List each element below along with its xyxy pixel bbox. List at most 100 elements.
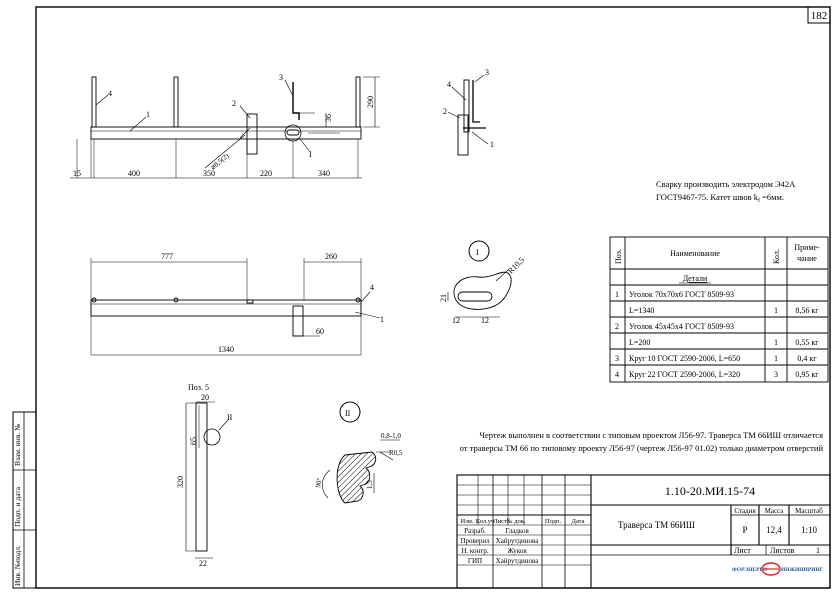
dim-1340: 1340 — [218, 345, 234, 354]
spec-header-note2: чание — [797, 254, 817, 263]
spec-row-pos: 2 — [615, 322, 619, 331]
general-note: Чертеж выполнен в соответствии с типовым… — [460, 430, 824, 453]
dim-21: 21 — [439, 294, 448, 302]
spec-row-name: L=1340 — [629, 306, 654, 315]
side-stamp: Инв. №подл. Подп. и дата Взам. инв. № — [12, 411, 37, 589]
dim-90deg: 90° — [314, 477, 324, 488]
detail-II-title: II — [345, 409, 351, 418]
spec-row-qty: 1 — [774, 338, 778, 347]
role-developer: Разраб. — [464, 527, 486, 535]
role-norm-control: Н. контр. — [461, 547, 488, 555]
sheet-number-box — [807, 6, 831, 24]
leader-3: 3 — [279, 73, 283, 82]
spec-row-note: 0,95 кг — [795, 370, 819, 379]
side-leader-1: 1 — [490, 140, 494, 149]
callout-II: II — [227, 413, 233, 422]
stage-label: Стадия — [734, 507, 756, 515]
role-chief-engineer: ГИП — [468, 557, 482, 565]
sheet-number: 182 — [811, 10, 828, 22]
col-header-date: Дата — [572, 518, 585, 525]
col-header-doc: № док. — [506, 518, 526, 525]
leader-2: 2 — [232, 99, 236, 108]
detail-I — [447, 240, 512, 318]
spec-row-note: 0,55 кг — [795, 338, 819, 347]
top-view — [70, 76, 380, 179]
weld-note: Сварку производить электродом Э42А ГОСТ9… — [656, 179, 796, 204]
detail-I-labels: I R10,5 21 12 12 — [439, 248, 526, 325]
dim-290: 290 — [366, 96, 375, 108]
spec-header-qty: Кол. — [772, 249, 781, 264]
mass-value: 12,4 — [766, 525, 782, 535]
name-checker: Хайрутдинова — [496, 537, 540, 545]
company-logo: ФОРЭНЕРГО ИНЖИНИРИНГ — [732, 562, 824, 576]
leader-1: 1 — [146, 110, 150, 119]
dim-12-left: 12 — [452, 316, 460, 325]
dim-gap: 0,8-1,0 — [381, 432, 401, 440]
name-chief-engineer: Хайрутдинова — [496, 557, 540, 565]
spec-row-name: L=200 — [629, 338, 650, 347]
pos5-labels: Поз. 5 20 65 320 22 II — [176, 383, 233, 568]
drawing-title: Траверса ТМ 66ИШ — [618, 520, 695, 530]
spec-row-qty: 1 — [774, 306, 778, 315]
side-view-labels: 1 2 3 4 — [443, 68, 494, 149]
scale-label: Масштаб — [795, 507, 823, 515]
dim-350: 350 — [203, 169, 215, 178]
dim-r05: R0,5 — [389, 449, 403, 457]
stamp-replaced-inv: Взам. инв. № — [13, 424, 22, 466]
front-leader-4: 4 — [370, 283, 374, 292]
side-leader-3: 3 — [485, 68, 489, 77]
dim-260: 260 — [325, 252, 337, 261]
spec-section: Детали — [683, 274, 708, 283]
title-block — [456, 474, 831, 589]
dim-400: 400 — [128, 169, 140, 178]
spec-row-note: 0,4 кг — [797, 354, 817, 363]
front-leader-1: 1 — [380, 315, 384, 324]
side-view — [447, 74, 489, 156]
spec-row-pos: 1 — [615, 290, 619, 299]
spec-row-name: Круг 22 ГОСТ 2590-2006, L=320 — [629, 370, 740, 379]
side-leader-4: 4 — [447, 80, 451, 89]
spec-row-name: Круг 10 ГОСТ 2590-2006, L=650 — [629, 354, 740, 363]
general-note-line1: Чертеж выполнен в соответствии с типовым… — [479, 430, 823, 440]
dim-15: 15 — [73, 169, 81, 178]
weld-note-sub: f — [758, 197, 760, 204]
dim-220: 220 — [260, 169, 272, 178]
spec-row-name: Уголок 45х45х4 ГОСТ 8509-93 — [629, 322, 734, 331]
side-leader-2: 2 — [443, 107, 447, 116]
scale-value: 1:10 — [801, 525, 818, 535]
spec-row-pos: 4 — [615, 370, 619, 379]
dim-36: 36 — [324, 114, 333, 122]
stamp-sign-date: Подп. и дата — [13, 486, 22, 527]
sheets-count: 1 — [816, 546, 820, 555]
dim-320: 320 — [176, 476, 185, 488]
spec-table-text: Поз. Наименование Кол. Приме- чание Дета… — [614, 243, 820, 379]
front-view-labels: 777 260 60 1340 1 4 — [161, 252, 384, 354]
sheet-frame — [35, 6, 831, 589]
dim-22: 22 — [199, 559, 207, 568]
role-checker: Проверил — [460, 537, 490, 545]
company-name-left: ФОРЭНЕРГО — [732, 567, 768, 573]
company-name-right: ИНЖИНИРИНГ — [781, 567, 824, 573]
stage-value: Р — [742, 525, 747, 535]
name-developer: Гладков — [505, 527, 529, 535]
pos5-view — [185, 401, 229, 559]
top-view-labels: 15 400 350 220 340 290 36 ⌀8,5(2) 1 2 3 … — [73, 73, 375, 178]
general-note-line2: от траверсы ТМ 66 по типовому проекту Л5… — [460, 443, 824, 453]
spec-row-name: Уголок 70х70х6 ГОСТ 8509-93 — [629, 290, 734, 299]
company-emblem-icon — [761, 562, 781, 576]
mass-label: Масса — [765, 507, 785, 515]
weld-note-value: =6мм. — [760, 192, 784, 202]
title-block-text: 1.10-20.МИ.15-74 Траверса ТМ 66ИШ Стадия… — [460, 484, 823, 565]
spec-row-pos: 3 — [615, 354, 619, 363]
callout-I: I — [309, 150, 312, 159]
dim-20: 20 — [201, 393, 209, 402]
spec-header-pos: Поз. — [614, 249, 623, 264]
spec-table — [609, 236, 829, 383]
weld-note-main: ГОСТ9467-75. Катет швов k — [656, 192, 759, 202]
doc-code: 1.10-20.МИ.15-74 — [665, 484, 755, 498]
weld-note-line1: Сварку производить электродом Э42А — [656, 179, 796, 189]
dim-340: 340 — [318, 169, 330, 178]
sheet-label: Лист — [734, 546, 751, 555]
